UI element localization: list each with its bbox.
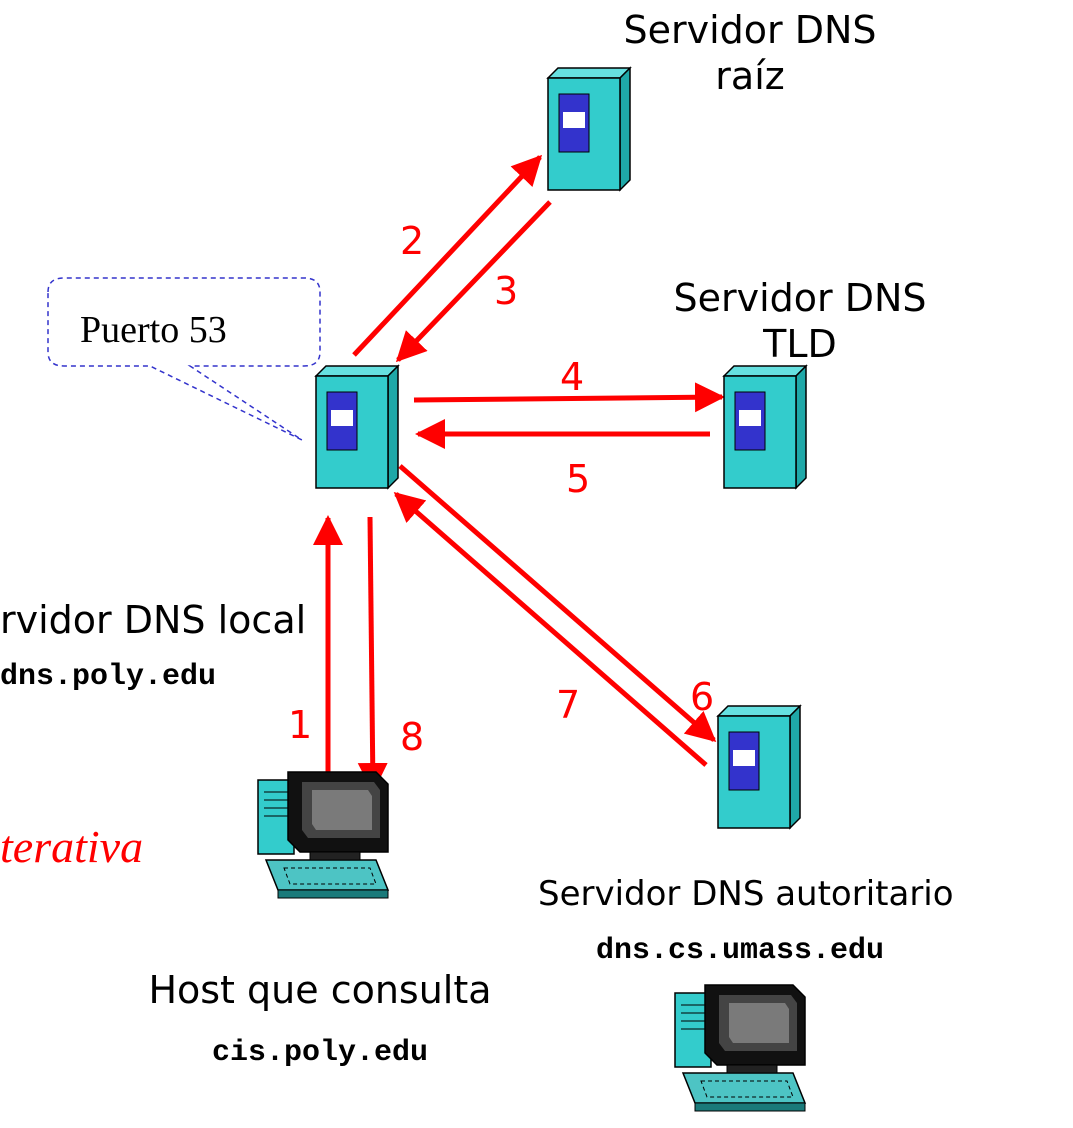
arrow-step-7 — [393, 492, 708, 767]
query-type-label: terativa — [0, 821, 144, 872]
step-5-label: 5 — [566, 457, 591, 501]
arrow-step-2 — [352, 154, 543, 357]
root-server-label: Servidor DNS raíz — [560, 8, 940, 99]
step-8-label: 8 — [400, 715, 425, 759]
step-4-label: 4 — [560, 355, 585, 399]
target-host-icon — [674, 984, 806, 1112]
tld-server-title-line1: Servidor DNS — [673, 276, 927, 320]
arrow-step-6 — [398, 464, 717, 742]
requesting-host-title: Host que consulta — [148, 968, 492, 1012]
step-7-label: 7 — [556, 683, 581, 727]
arrow-step-8 — [357, 516, 388, 793]
root-server-title-line1: Servidor DNS — [623, 8, 877, 52]
arrow-step-3 — [395, 200, 552, 363]
tld-server-icon — [723, 365, 807, 489]
step-2-label: 2 — [400, 219, 425, 263]
port-callout-text: Puerto 53 — [80, 309, 227, 351]
local-server-hostname: dns.poly.edu — [0, 660, 217, 694]
root-server-title-line2: raíz — [715, 53, 785, 98]
authoritative-server-icon — [717, 705, 801, 829]
tld-server-label: Servidor DNS TLD — [610, 276, 990, 367]
step-6-label: 6 — [690, 675, 715, 719]
local-server-title: rvidor DNS local — [0, 598, 307, 642]
arrow-step-4 — [413, 382, 725, 413]
requesting-host-icon — [257, 771, 389, 899]
authoritative-server-title: Servidor DNS autoritario — [538, 874, 954, 914]
tld-server-title-line2: TLD — [763, 321, 837, 366]
callout-bubble — [47, 277, 321, 441]
local-server-icon — [315, 365, 399, 489]
step-1-label: 1 — [288, 703, 313, 747]
authoritative-server-hostname: dns.cs.umass.edu — [596, 934, 885, 968]
step-3-label: 3 — [494, 269, 519, 313]
requesting-host-hostname: cis.poly.edu — [211, 1036, 429, 1070]
